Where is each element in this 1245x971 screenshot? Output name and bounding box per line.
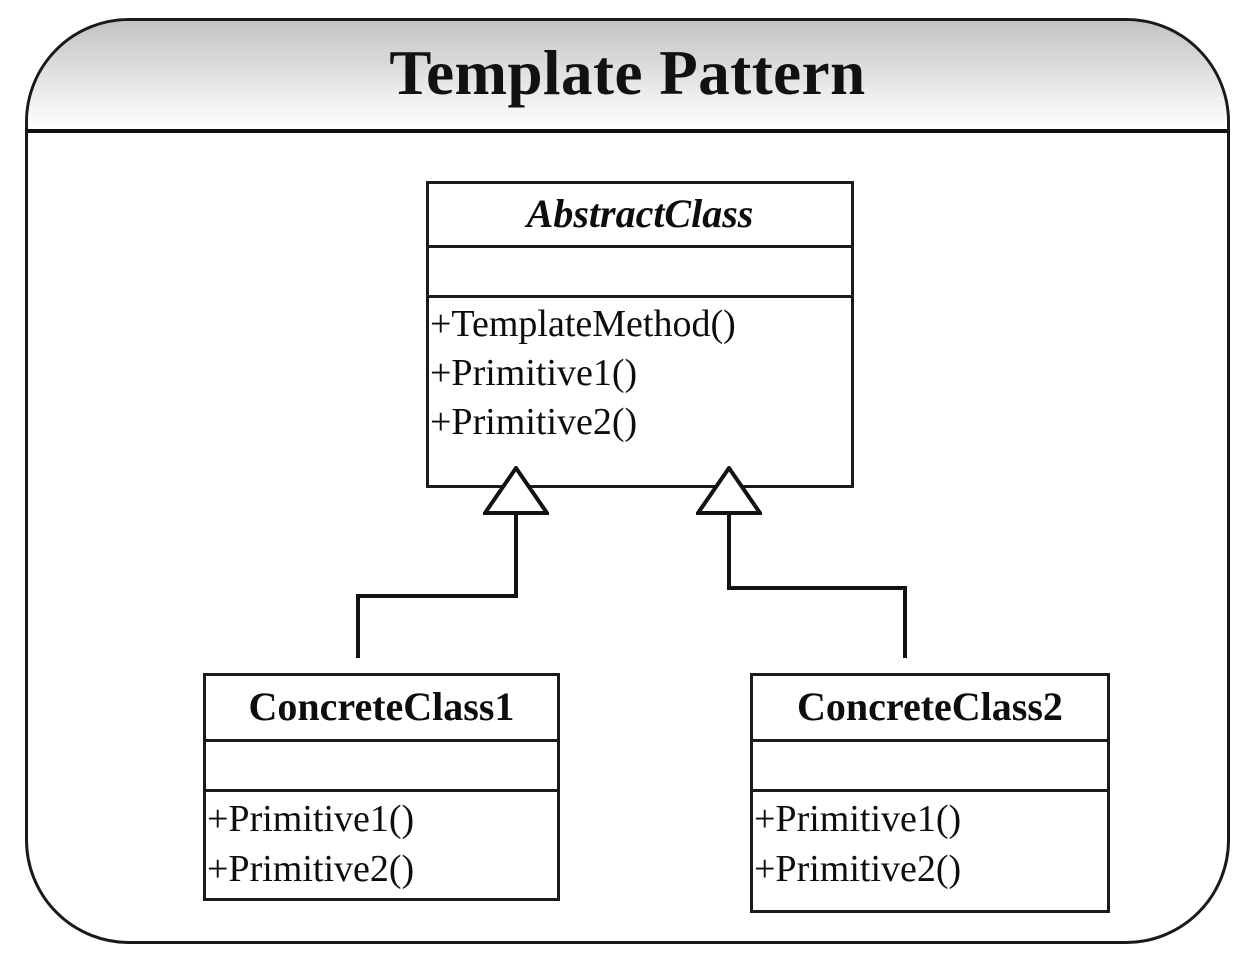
uml-class-abstractclass[interactable]: AbstractClass +TemplateMethod() +Primiti… — [426, 181, 854, 488]
class-operations-concreteclass2: +Primitive1() +Primitive2() — [753, 792, 1107, 910]
class-name-concreteclass1: ConcreteClass1 — [206, 676, 557, 742]
class-operations-abstractclass: +TemplateMethod() +Primitive1() +Primiti… — [429, 298, 851, 482]
pattern-header: Template Pattern — [28, 21, 1227, 133]
generalization-segment-left-vertical-top — [514, 511, 518, 598]
generalization-segment-right-horizontal — [727, 586, 907, 590]
class-attributes-concreteclass1 — [206, 742, 557, 792]
hollow-triangle-icon — [481, 464, 551, 515]
pattern-title: Template Pattern — [389, 38, 866, 108]
generalization-segment-left-vertical-bottom — [356, 594, 360, 658]
generalization-segment-left-horizontal — [356, 594, 518, 598]
operation-item: +Primitive2() — [207, 848, 415, 890]
class-operations-concreteclass1: +Primitive1() +Primitive2() — [206, 792, 557, 898]
class-name-concreteclass2: ConcreteClass2 — [753, 676, 1107, 742]
class-attributes-concreteclass2 — [753, 742, 1107, 792]
hollow-triangle-icon — [694, 464, 764, 515]
generalization-arrowhead-right — [694, 464, 764, 516]
operation-item: +Primitive1() — [207, 798, 415, 840]
class-name-abstractclass: AbstractClass — [429, 184, 851, 248]
generalization-arrowhead-left — [481, 464, 551, 516]
operation-item: +Primitive1() — [430, 352, 638, 394]
operation-item: +TemplateMethod() — [430, 303, 736, 345]
generalization-segment-right-vertical-top — [727, 511, 731, 590]
operation-item: +Primitive1() — [754, 798, 962, 840]
generalization-segment-right-vertical-bottom — [903, 586, 907, 658]
operation-item: +Primitive2() — [430, 401, 638, 443]
pattern-frame: Template Pattern AbstractClass +Template… — [25, 18, 1230, 944]
operation-item: +Primitive2() — [754, 848, 962, 890]
uml-class-concreteclass1[interactable]: ConcreteClass1 +Primitive1() +Primitive2… — [203, 673, 560, 901]
uml-class-concreteclass2[interactable]: ConcreteClass2 +Primitive1() +Primitive2… — [750, 673, 1110, 913]
class-attributes-abstractclass — [429, 248, 851, 298]
